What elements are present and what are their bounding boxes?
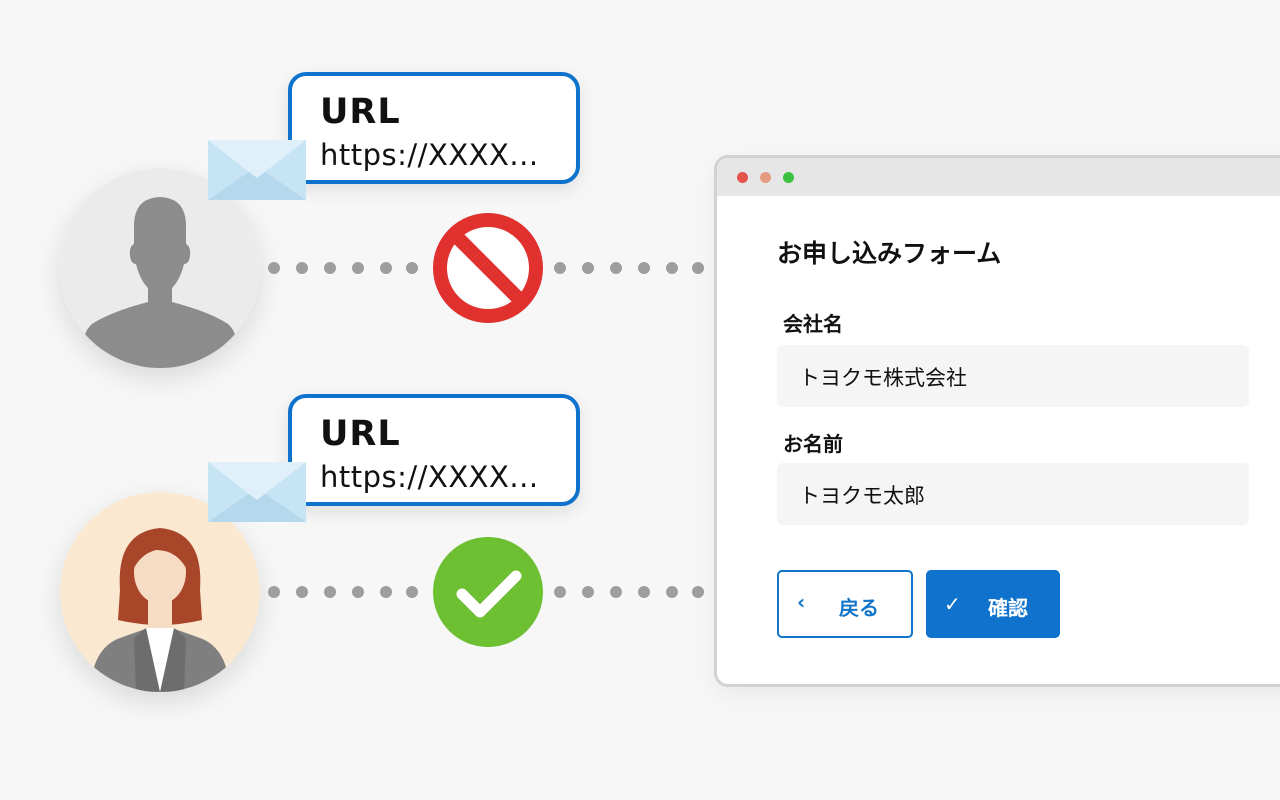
unknown-user-avatar xyxy=(60,168,260,368)
form-title: お申し込みフォーム xyxy=(777,239,1002,268)
url-title: URL xyxy=(320,92,401,132)
company-name-value: トヨクモ株式会社 xyxy=(799,366,967,390)
woman-avatar-icon xyxy=(60,492,260,692)
url-text: https://XXXX... xyxy=(320,138,539,172)
connector-dots-bottom-right xyxy=(554,586,704,598)
person-name-field[interactable]: トヨクモ太郎 xyxy=(777,463,1249,525)
company-name-label: 会社名 xyxy=(783,312,843,336)
prohibited-icon xyxy=(433,213,543,323)
envelope-icon xyxy=(208,140,306,200)
close-window-button[interactable] xyxy=(737,172,748,183)
url-text: https://XXXX... xyxy=(320,460,539,494)
registered-user-avatar xyxy=(60,492,260,692)
back-button-label: 戻る xyxy=(839,596,879,620)
person-name-value: トヨクモ太郎 xyxy=(799,484,925,508)
checkmark-icon xyxy=(433,537,543,647)
confirm-button[interactable]: ✓ 確認 xyxy=(926,570,1060,638)
connector-dots-bottom-left xyxy=(268,586,418,598)
connector-dots-top-left xyxy=(268,262,418,274)
url-bubble-bottom: URL https://XXXX... xyxy=(288,394,580,506)
window-titlebar xyxy=(717,158,1280,196)
person-name-label: お名前 xyxy=(783,432,843,456)
connector-dots-top-right xyxy=(554,262,704,274)
silhouette-avatar-icon xyxy=(60,168,260,368)
url-bubble-top: URL https://XXXX... xyxy=(288,72,580,184)
company-name-field[interactable]: トヨクモ株式会社 xyxy=(777,345,1249,407)
envelope-icon xyxy=(208,462,306,522)
browser-window: お申し込みフォーム 会社名 トヨクモ株式会社 お名前 トヨクモ太郎 ‹ 戻る ✓… xyxy=(714,155,1280,687)
chevron-left-icon: ‹ xyxy=(797,590,806,614)
confirm-button-label: 確認 xyxy=(988,596,1028,620)
url-title: URL xyxy=(320,414,401,454)
back-button[interactable]: ‹ 戻る xyxy=(777,570,913,638)
minimize-window-button[interactable] xyxy=(760,172,771,183)
check-icon: ✓ xyxy=(944,592,961,616)
maximize-window-button[interactable] xyxy=(783,172,794,183)
